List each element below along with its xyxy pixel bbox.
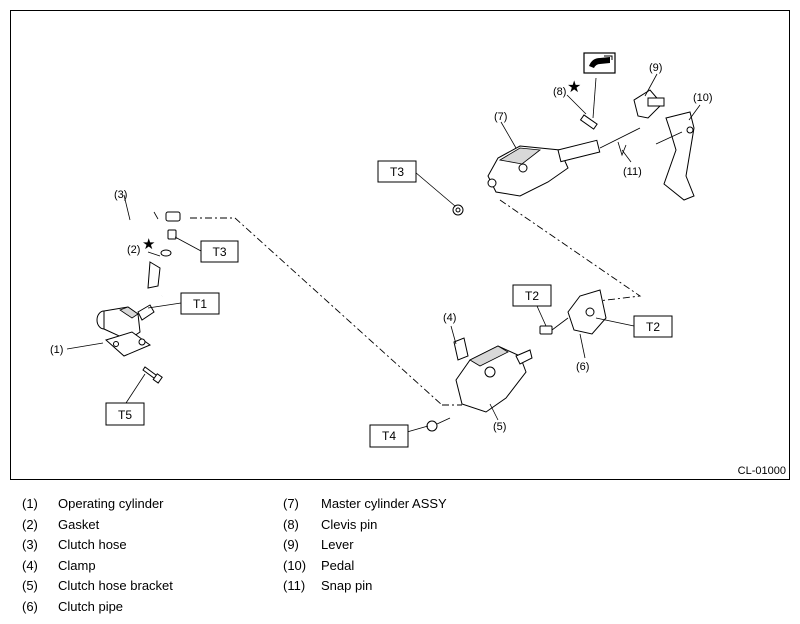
callout-2: (2): [127, 244, 140, 256]
legend-item: (9) Lever: [283, 535, 447, 556]
master-cylinder: [487, 127, 641, 197]
legend-left-column: (1) Operating cylinder (2) Gasket (3) Clutc…: [22, 494, 173, 618]
legend-label: Gasket: [58, 516, 100, 532]
grease-icon: [583, 52, 616, 74]
svg-text:T3: T3: [390, 165, 404, 179]
callout-6: (6): [576, 361, 589, 373]
legend-number: (8): [283, 516, 299, 532]
legend-item: (1) Operating cylinder: [22, 494, 173, 515]
torque-box-t2-lower: T2: [633, 315, 673, 338]
svg-text:T5: T5: [118, 408, 132, 422]
torque-box-t1: T1: [180, 292, 220, 315]
callout-7: (7): [494, 111, 507, 123]
clevis-pin: [579, 114, 598, 130]
legend-number: (3): [22, 537, 38, 553]
nut-t3-master: [452, 204, 464, 216]
legend-right-column: (7) Master cylinder ASSY (8) Clevis pin (9…: [283, 494, 447, 597]
snap-pin: [617, 141, 627, 157]
legend-label: Clamp: [58, 557, 96, 573]
figure-code: CL-01000: [738, 465, 786, 477]
lever: [633, 89, 665, 119]
svg-text:T3: T3: [212, 245, 226, 259]
legend-number: (6): [22, 598, 38, 614]
clamp: [453, 337, 469, 361]
bolt-t5: [142, 366, 163, 384]
routing-line: [190, 199, 642, 406]
clutch-hose: [114, 211, 181, 300]
legend-number: (2): [22, 516, 38, 532]
legend-number: (11): [283, 578, 306, 594]
leader-lines: [66, 73, 701, 433]
bolt-t4: [426, 417, 451, 432]
legend-label: Clevis pin: [321, 516, 378, 532]
legend-number: (4): [22, 557, 38, 573]
legend-label: Pedal: [321, 557, 355, 573]
star-icon: ★: [142, 235, 155, 253]
legend-label: Master cylinder ASSY: [321, 496, 447, 511]
svg-text:T1: T1: [193, 297, 207, 311]
legend-label: Clutch pipe: [58, 598, 124, 614]
legend-number: (10): [283, 557, 307, 573]
torque-box-t4: T4: [369, 424, 409, 448]
callout-9: (9): [649, 62, 662, 74]
callout-1: (1): [50, 344, 63, 356]
callout-3: (3): [114, 189, 127, 201]
legend-number: (1): [22, 496, 38, 511]
torque-box-t5: T5: [105, 402, 145, 426]
legend-label: Operating cylinder: [58, 496, 164, 511]
legend-number: (5): [22, 578, 38, 594]
legend-item: (10) Pedal: [283, 556, 447, 577]
legend-label: Lever: [321, 537, 354, 553]
svg-text:T4: T4: [382, 429, 396, 443]
pedal: [655, 111, 695, 201]
legend-number: (7): [283, 496, 299, 511]
clutch-hose-bracket: [455, 345, 533, 413]
legend-item: (5) Clutch hose bracket: [22, 576, 173, 597]
legend-item: (7) Master cylinder ASSY: [283, 494, 447, 515]
legend-item: (2) Gasket: [22, 515, 173, 536]
clutch-system-diagram: (1) (2) (3) (4) (5) (6) (7) (8) (9) (10)…: [10, 10, 790, 480]
legend-item: (11) Snap pin: [283, 576, 447, 597]
callout-11: (11): [623, 166, 642, 178]
torque-box-t3-hose: T3: [200, 240, 239, 263]
legend-label: Snap pin: [321, 578, 373, 594]
callout-4: (4): [443, 312, 456, 324]
svg-text:T2: T2: [525, 289, 539, 303]
torque-box-t3-master: T3: [377, 160, 417, 183]
operating-cylinder: [96, 304, 155, 357]
legend-label: Clutch hose: [58, 537, 127, 553]
legend-item: (8) Clevis pin: [283, 515, 447, 536]
diagram-frame: [10, 10, 790, 480]
legend-number: (9): [283, 537, 299, 553]
callout-5: (5): [493, 421, 506, 433]
callout-10: (10): [693, 92, 713, 104]
legend-item: (6) Clutch pipe: [22, 597, 173, 618]
legend-item: (4) Clamp: [22, 556, 173, 577]
legend-item: (3) Clutch hose: [22, 535, 173, 556]
torque-box-t2-upper: T2: [512, 284, 552, 307]
callout-8: (8): [553, 86, 566, 98]
star-icon: ★: [567, 77, 581, 96]
legend-label: Clutch hose bracket: [58, 578, 173, 594]
svg-text:T2: T2: [646, 320, 660, 334]
